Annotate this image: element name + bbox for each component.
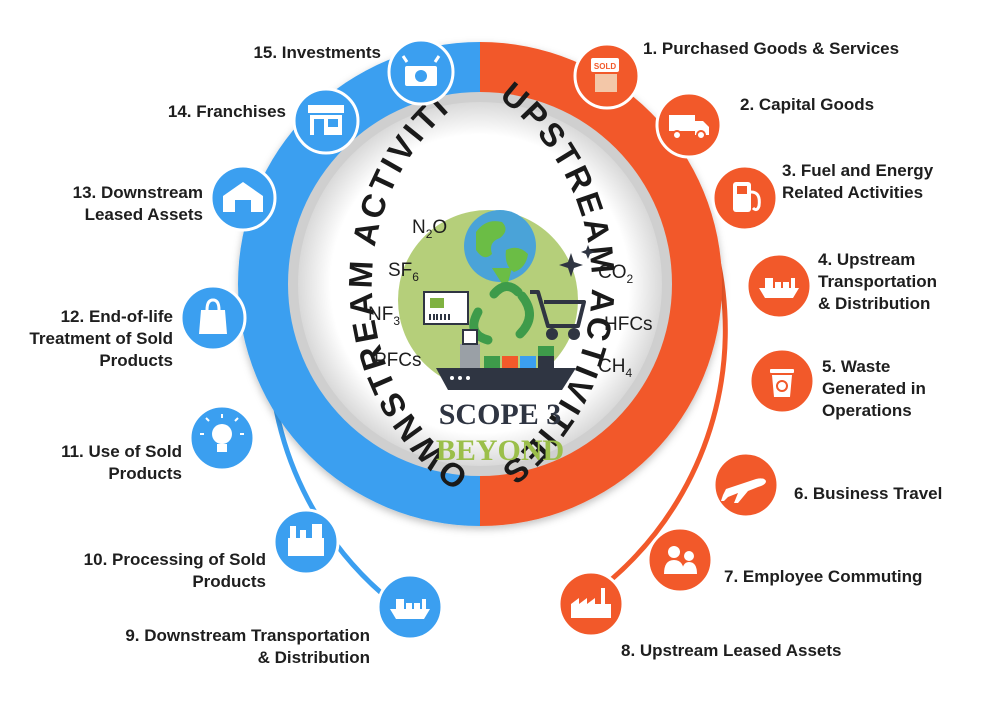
downstream-category-label-7-line: 9. Downstream Transportation	[125, 626, 370, 645]
downstream-category-label-6-line: 10. Processing of Sold	[83, 550, 266, 569]
downstream-category-label-2-line: 14. Franchises	[167, 102, 286, 121]
people-icon	[664, 546, 697, 574]
upstream-category-label-7: 7. Employee Commuting	[724, 566, 922, 588]
downstream-category-label-6-line: Products	[192, 572, 266, 591]
upstream-category-label-3-line: 3. Fuel and Energy	[782, 161, 934, 180]
shopping-bag-icon	[199, 298, 227, 334]
upstream-category-label-1: 1. Purchased Goods & Services	[643, 38, 899, 60]
gas-ch4: CH4	[598, 356, 632, 380]
cargo-ship-icon	[759, 278, 799, 298]
gas-sf6: SF6	[388, 260, 419, 284]
downstream-category-label-7: 9. Downstream Transportation & Distributi…	[40, 625, 370, 669]
sparkle-icon	[559, 245, 595, 277]
invoice-icon	[423, 291, 469, 325]
upstream-category-label-2: 2. Capital Goods	[740, 94, 874, 116]
container-ship-icon	[436, 329, 576, 390]
factory-icon	[571, 588, 611, 618]
upstream-category-label-5-line: Operations	[822, 401, 912, 420]
gas-n2o: N2O	[412, 217, 447, 241]
sold-tag-box-icon: SOLD	[591, 58, 619, 92]
downstream-category-label-1-line: 15. Investments	[253, 43, 381, 62]
downstream-category-label-2: 14. Franchises	[140, 101, 286, 123]
downstream-category-label-4-line: 12. End-of-life	[60, 307, 173, 326]
lightbulb-icon	[200, 414, 244, 452]
downstream-category-label-1: 15. Investments	[240, 42, 381, 64]
downstream-category-label-7-line: & Distribution	[257, 648, 370, 667]
truck-icon	[669, 115, 709, 140]
shopping-cart-icon	[530, 290, 586, 340]
airplane-icon	[721, 478, 766, 503]
upstream-category-label-4-line: 4. Upstream	[818, 250, 916, 269]
upstream-icon-circle-7	[646, 526, 714, 594]
storefront-icon	[308, 105, 344, 135]
upstream-category-label-8: 8. Upstream Leased Assets	[621, 640, 841, 662]
upstream-category-label-6: 6. Business Travel	[794, 483, 942, 505]
upstream-category-label-8-line: 8. Upstream Leased Assets	[621, 641, 842, 660]
upstream-category-label-5-line: Generated in	[822, 379, 926, 398]
cargo-ship-icon	[390, 599, 430, 619]
downstream-category-label-5-line: Products	[108, 464, 182, 483]
warehouse-icon	[223, 182, 263, 212]
upstream-category-label-7-line: 7. Employee Commuting	[724, 567, 923, 586]
upstream-category-label-2-line: 2. Capital Goods	[740, 95, 875, 114]
downstream-category-label-4-line: Products	[99, 351, 173, 370]
upstream-category-label-3-line: Related Activities	[782, 183, 924, 202]
downstream-category-label-4-line: Treatment of Sold	[29, 329, 173, 348]
upstream-category-label-1-line: 1. Purchased Goods & Services	[643, 39, 900, 58]
plant-icon	[288, 524, 324, 556]
upstream-category-label-4-line: Transportation	[818, 272, 938, 291]
gas-pfcs: PFCs	[374, 350, 422, 371]
money-icon	[401, 55, 441, 86]
fuel-pump-icon	[733, 182, 761, 212]
gas-nf3: NF3	[368, 304, 400, 328]
globe-icon	[464, 210, 536, 290]
downstream-category-label-3-line: Leased Assets	[84, 205, 203, 224]
downstream-category-label-5-line: 11. Use of Sold	[61, 442, 182, 461]
recycle-bin-icon	[770, 369, 794, 397]
beyond-label: BEYOND	[436, 434, 564, 467]
upstream-category-label-6-line: 6. Business Travel	[794, 484, 943, 503]
upstream-category-label-4-line: & Distribution	[818, 294, 931, 313]
gas-hfcs: HFCs	[604, 314, 653, 335]
upstream-category-label-5-line: 5. Waste	[822, 357, 891, 376]
svg-text:SOLD: SOLD	[594, 62, 616, 71]
downstream-category-label-3-line: 13. Downstream	[72, 183, 203, 202]
gas-co2: CO2	[598, 262, 634, 286]
scope3-label: SCOPE 3	[439, 398, 562, 431]
